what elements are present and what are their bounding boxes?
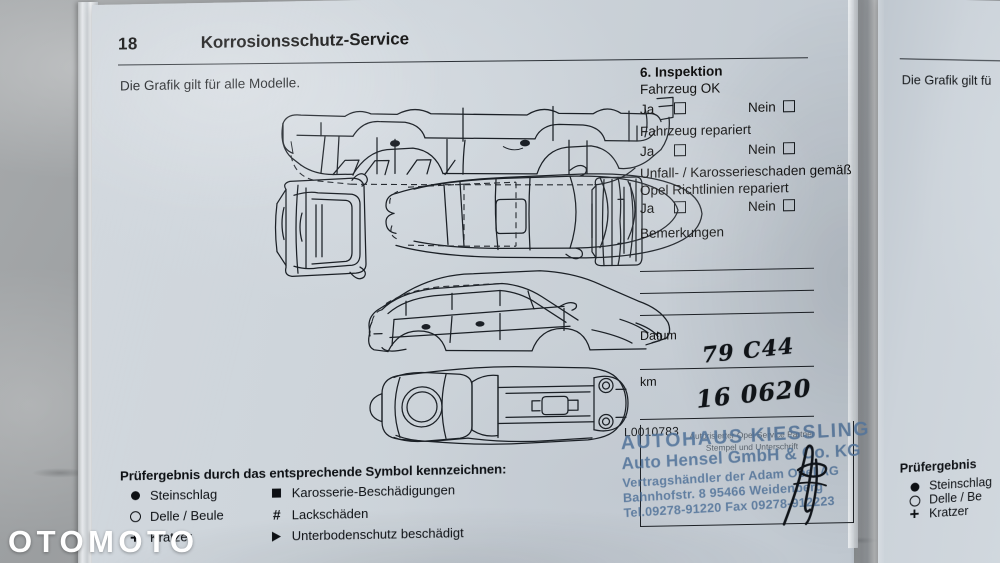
legend-column-right: Karosserie-Beschädigungen # Lackschäden … xyxy=(262,482,464,544)
legend-item-body-damage: Karosserie-Beschädigungen xyxy=(262,482,464,501)
hash-glyph: # xyxy=(272,506,281,523)
page-header: 18 Korrosionsschutz-Service xyxy=(118,29,409,54)
remarks-line-2[interactable] xyxy=(640,289,814,294)
plus-icon: + xyxy=(909,504,920,524)
yes-label-2: Ja xyxy=(640,143,655,159)
right-page-subtitle: Die Grafik gilt fü xyxy=(901,72,992,88)
legend-item-dent: Delle / Beule xyxy=(120,508,224,525)
legend-item-underbody: Unterbodenschutz beschädigt xyxy=(262,525,464,544)
legend-label-1: Delle / Beule xyxy=(150,507,224,524)
checkbox-accident-no[interactable] xyxy=(782,199,795,212)
checkbox-vehicle-ok-yes[interactable] xyxy=(674,102,686,115)
checkbox-vehicle-repaired-no[interactable] xyxy=(782,142,795,155)
right-legend-label-2: Kratzer xyxy=(929,503,969,521)
inspection-heading: 6. Inspektion xyxy=(640,63,723,80)
page-title: Korrosionsschutz-Service xyxy=(200,29,409,52)
dealer-stamp: AUTOHAUS KIESSLING Auto Hensel GmbH & Co… xyxy=(620,416,923,521)
right-page-header-rule xyxy=(899,58,1000,64)
filled-square-icon xyxy=(262,488,292,498)
legend-label-0: Steinschlag xyxy=(150,486,218,503)
service-book: Die Grafik gilt fü Prüfer xyxy=(78,0,1000,563)
checkbox-vehicle-ok-no[interactable] xyxy=(782,100,795,113)
remarks-label: Bemerkungen xyxy=(640,224,725,241)
no-label-1: Nein xyxy=(748,99,776,115)
remarks-line-3[interactable] xyxy=(640,311,814,316)
checkbox-accident-yes[interactable] xyxy=(674,201,686,214)
vehicle-repaired-choice: Ja Nein xyxy=(640,140,840,159)
legend-item-paint-damage: # Lackschäden xyxy=(262,503,464,523)
legend-label-5: Unterbodenschutz beschädigt xyxy=(291,525,464,544)
left-page-content: 18 Korrosionsschutz-Service Die Grafik g… xyxy=(92,0,870,563)
page-number: 18 xyxy=(118,34,138,54)
triangle-right-icon xyxy=(262,531,292,542)
page-subtitle: Die Grafik gilt für alle Modelle. xyxy=(120,75,301,94)
legend-label-4: Lackschäden xyxy=(291,505,369,522)
remarks-line-1[interactable] xyxy=(640,267,814,272)
legend-label-3: Karosserie-Beschädigungen xyxy=(291,482,456,501)
no-label-3: Nein xyxy=(748,198,776,214)
legend-item-stone-chip: Steinschlag xyxy=(120,487,224,504)
otomoto-watermark: OTOMOTO xyxy=(8,524,199,559)
yes-label-3: Ja xyxy=(640,200,655,216)
vehicle-ok-choice: Ja Nein xyxy=(640,98,840,117)
checkbox-vehicle-repaired-yes[interactable] xyxy=(674,144,686,157)
yes-label-1: Ja xyxy=(640,101,655,117)
inspection-section: 6. Inspektion Fahrzeug OK Ja Nein Fahrze… xyxy=(640,61,852,241)
filled-circle-icon xyxy=(120,491,150,501)
accident-label-line2: Opel Richtlinien repariert xyxy=(640,179,789,198)
no-label-2: Nein xyxy=(748,141,776,157)
accident-choice: Ja Nein xyxy=(640,197,840,216)
vehicle-ok-label: Fahrzeug OK xyxy=(640,80,721,97)
vehicle-repaired-label: Fahrzeug repariert xyxy=(640,121,752,139)
hash-icon: # xyxy=(262,506,292,523)
open-circle-icon xyxy=(120,511,150,523)
